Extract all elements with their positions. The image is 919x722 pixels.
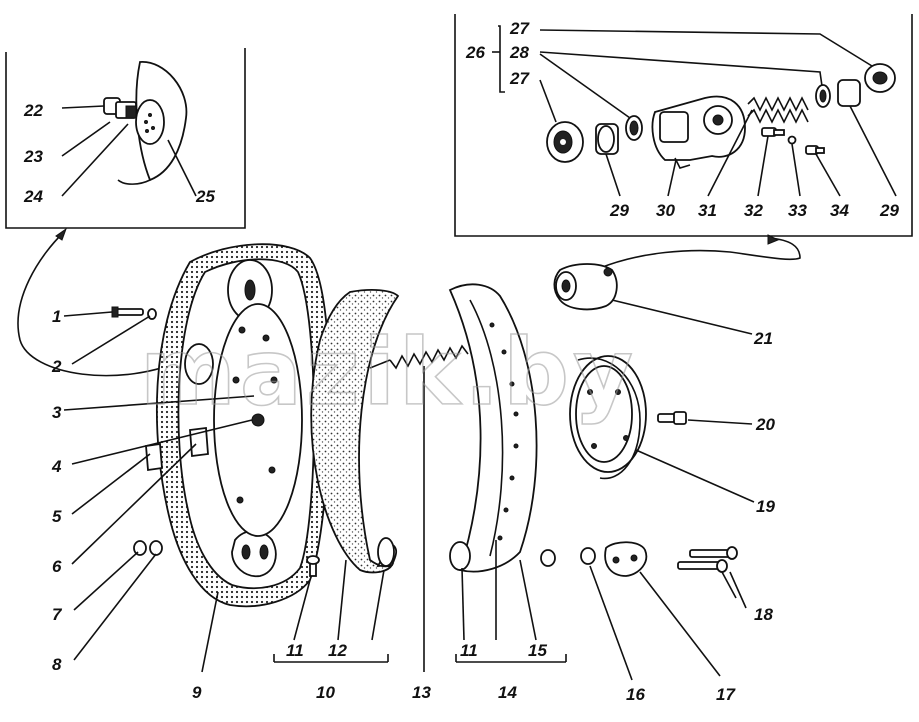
right-inset-frame (454, 14, 913, 237)
label-6: 6 (52, 557, 62, 576)
anchor-pins (677, 546, 738, 573)
washer-8 (149, 540, 163, 556)
label-14: 14 (498, 683, 517, 702)
inset-arrow-right (599, 237, 801, 269)
label-21: 21 (753, 329, 773, 348)
bolt (111, 306, 144, 318)
callout-labels: 22 23 24 25 27 26 28 27 29 30 31 32 33 3… (23, 19, 899, 704)
label-33: 33 (788, 201, 807, 220)
label-34: 34 (830, 201, 849, 220)
label-2: 2 (51, 357, 62, 376)
leader-lines-right-inset (492, 25, 897, 197)
wheel-cylinder-inset (546, 63, 896, 169)
brake-drum (569, 355, 647, 480)
label-31: 31 (698, 201, 717, 220)
label-11-left: 11 (286, 641, 304, 660)
spring (747, 96, 809, 124)
leader-lines-main (63, 299, 755, 681)
inset-arrow-left (17, 231, 189, 377)
label-18: 18 (754, 605, 773, 624)
piston-left (595, 123, 619, 155)
seal-left (625, 115, 643, 141)
inset-arrow-right-head (767, 234, 780, 245)
label-3: 3 (52, 403, 62, 422)
label-17: 17 (716, 685, 736, 704)
label-27-bottom: 27 (509, 69, 530, 88)
label-12: 12 (328, 641, 347, 660)
washer-small (787, 135, 797, 145)
watermark: mazik.by (140, 319, 637, 426)
left-inset-frame (5, 48, 246, 229)
bleeder-valve-inset (103, 61, 188, 185)
label-25: 25 (195, 187, 215, 206)
wheel-cylinder-assembly (553, 263, 618, 311)
washer-7 (133, 540, 147, 556)
label-32: 32 (744, 201, 763, 220)
brake-shoe-front (310, 289, 400, 574)
rivet-11-left (306, 555, 320, 577)
piston-right (837, 79, 861, 107)
label-4: 4 (51, 457, 62, 476)
label-10: 10 (316, 683, 335, 702)
label-19: 19 (756, 497, 775, 516)
label-24: 24 (23, 187, 43, 206)
label-1: 1 (52, 307, 61, 326)
label-26: 26 (465, 43, 485, 62)
washer-16a (540, 549, 556, 567)
leader-lines-left-inset (61, 105, 197, 197)
backing-plate (145, 243, 331, 608)
label-15: 15 (528, 641, 547, 660)
inset-arrow-left-head (55, 227, 68, 241)
label-11-right: 11 (460, 641, 478, 660)
eccentric-plate (604, 541, 648, 577)
label-23: 23 (23, 147, 43, 166)
label-20: 20 (755, 415, 775, 434)
label-5: 5 (52, 507, 62, 526)
label-7: 7 (52, 605, 63, 624)
label-27-top: 27 (509, 19, 530, 38)
washer-16b (580, 547, 596, 565)
label-8: 8 (52, 655, 62, 674)
label-29-left: 29 (609, 201, 629, 220)
nut (147, 308, 157, 320)
label-13: 13 (412, 683, 431, 702)
label-29-right: 29 (879, 201, 899, 220)
label-30: 30 (656, 201, 675, 220)
brake-shoe-rear (448, 283, 538, 573)
label-22: 22 (23, 101, 43, 120)
dust-cap-right (864, 63, 896, 93)
bleeder-screw (761, 127, 785, 137)
bleeder-cap (805, 145, 825, 155)
label-9: 9 (192, 683, 202, 702)
label-16: 16 (626, 685, 645, 704)
bleeder-fitting (657, 411, 687, 425)
cylinder-body (651, 95, 746, 169)
dust-cap-left (546, 121, 584, 163)
label-28: 28 (509, 43, 529, 62)
seal-right (815, 84, 831, 108)
